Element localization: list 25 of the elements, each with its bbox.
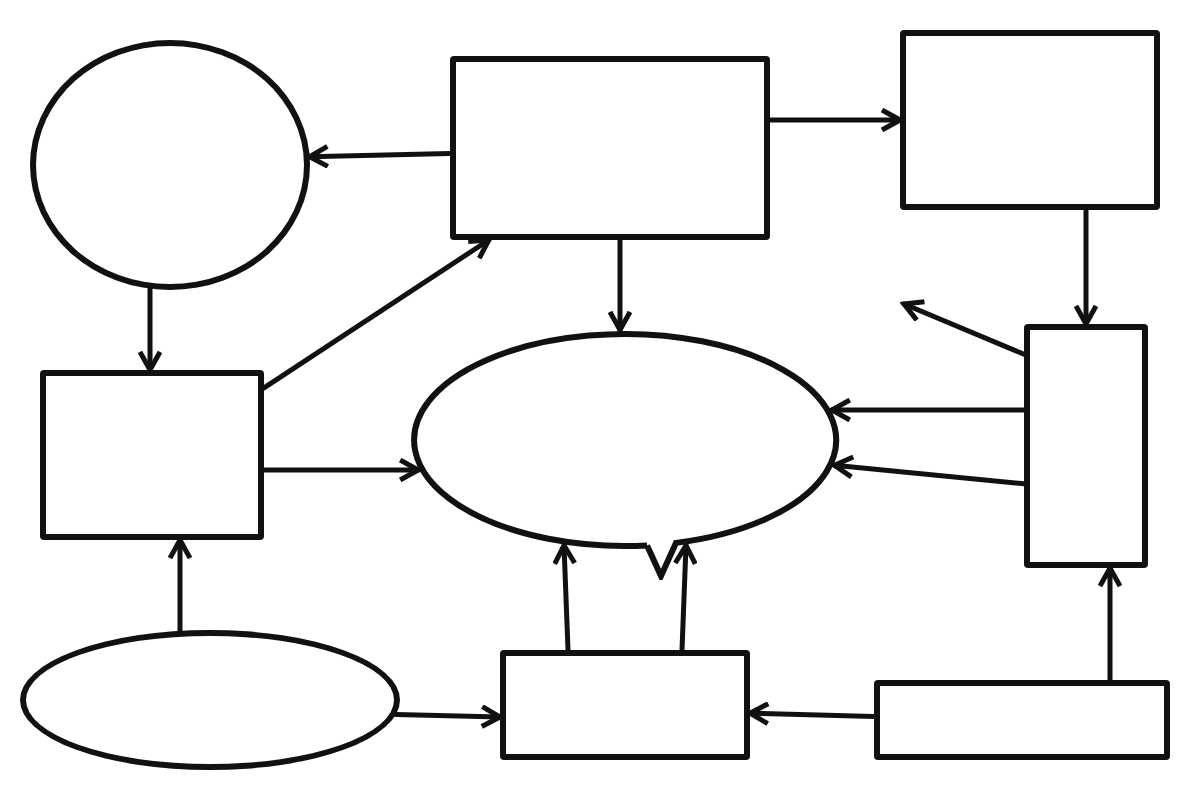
arrow [137,286,163,373]
arrow [607,237,633,333]
arrow [307,143,453,169]
arrow [672,542,698,653]
arrow [747,701,877,727]
arrow [831,454,1027,487]
speech-bubble [410,330,840,580]
arrow [767,107,903,133]
rectangle-box [900,30,1160,210]
rectangle-box [40,370,264,540]
rectangle-box [1024,324,1148,568]
arrow [261,237,492,391]
arrow [167,537,193,634]
rectangle-box [500,650,750,760]
arrow [829,397,1027,423]
arrow [552,542,578,653]
arrow [1097,565,1123,683]
arrow [261,457,421,483]
circle-shape [30,40,310,290]
arrow [901,299,1027,357]
arrow [393,704,503,730]
ellipse-shape [20,630,400,770]
arrow [1073,207,1099,327]
rectangle-box [874,680,1170,760]
rectangle-box [450,56,770,240]
